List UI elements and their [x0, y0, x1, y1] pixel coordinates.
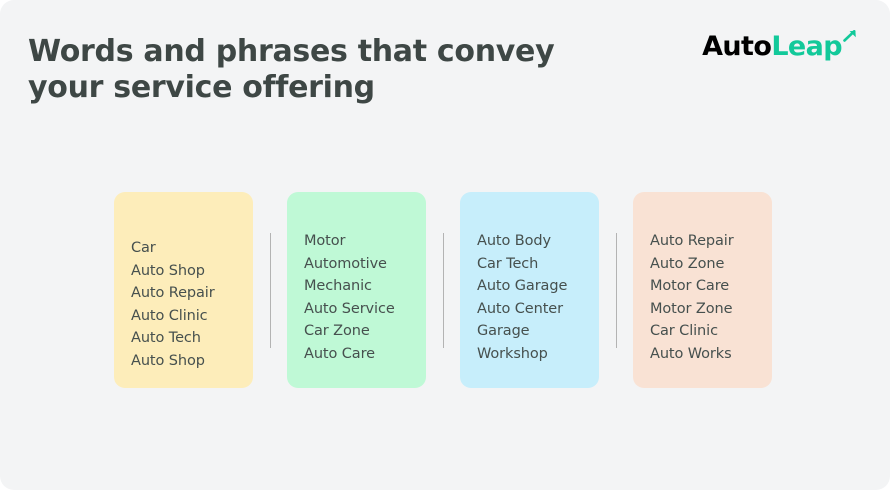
- card-green: Motor Automotive Mechanic Auto Service C…: [287, 192, 426, 388]
- list-item: Auto Repair: [131, 285, 215, 301]
- divider-line: [616, 233, 617, 348]
- list-item: Motor Care: [650, 278, 730, 294]
- card-yellow-list: Car Auto Shop Auto Repair Auto Clinic Au…: [131, 237, 247, 372]
- list-item: Auto Body: [477, 233, 551, 249]
- list-item: Motor: [304, 233, 346, 249]
- card-blue-list: Auto Body Car Tech Auto Garage Auto Cent…: [477, 230, 593, 365]
- card-peach: Auto Repair Auto Zone Motor Care Motor Z…: [633, 192, 772, 388]
- brand-logo-leap: Leap: [771, 31, 842, 62]
- card-yellow: Car Auto Shop Auto Repair Auto Clinic Au…: [114, 192, 253, 388]
- list-item: Mechanic: [304, 278, 372, 294]
- list-item: Auto Works: [650, 345, 732, 362]
- brand-logo: Auto Leap: [702, 30, 856, 62]
- list-item: Auto Garage: [477, 278, 568, 294]
- divider-line: [443, 233, 444, 348]
- word-cards-row: Car Auto Shop Auto Repair Auto Clinic Au…: [114, 192, 778, 388]
- arrow-up-right-icon: [842, 30, 856, 62]
- list-item: Workshop: [477, 345, 548, 362]
- card-green-list: Motor Automotive Mechanic Auto Service C…: [304, 230, 420, 365]
- list-item: Auto Center: [477, 300, 563, 317]
- divider-line: [270, 233, 271, 348]
- list-item: Auto Repair: [650, 233, 734, 249]
- list-item: Automotive: [304, 255, 387, 272]
- card-blue: Auto Body Car Tech Auto Garage Auto Cent…: [460, 192, 599, 388]
- list-item: Auto Tech: [131, 330, 201, 346]
- list-item: Car: [131, 240, 156, 256]
- page-title: Words and phrases that convey your servi…: [28, 34, 555, 105]
- header: Words and phrases that convey your servi…: [0, 0, 890, 150]
- list-item: Auto Shop: [131, 352, 205, 369]
- card-divider-1: [253, 192, 287, 388]
- list-item: Garage: [477, 323, 530, 339]
- list-item: Car Clinic: [650, 323, 718, 339]
- card-divider-2: [426, 192, 460, 388]
- card-divider-3: [599, 192, 633, 388]
- list-item: Car Zone: [304, 323, 370, 339]
- list-item: Motor Zone: [650, 300, 733, 317]
- card-peach-list: Auto Repair Auto Zone Motor Care Motor Z…: [650, 230, 766, 365]
- list-item: Auto Service: [304, 300, 395, 317]
- list-item: Auto Care: [304, 345, 375, 362]
- list-item: Auto Shop: [131, 262, 205, 279]
- brand-logo-auto: Auto: [702, 31, 772, 62]
- list-item: Auto Clinic: [131, 307, 208, 324]
- list-item: Auto Zone: [650, 255, 725, 272]
- list-item: Car Tech: [477, 255, 539, 272]
